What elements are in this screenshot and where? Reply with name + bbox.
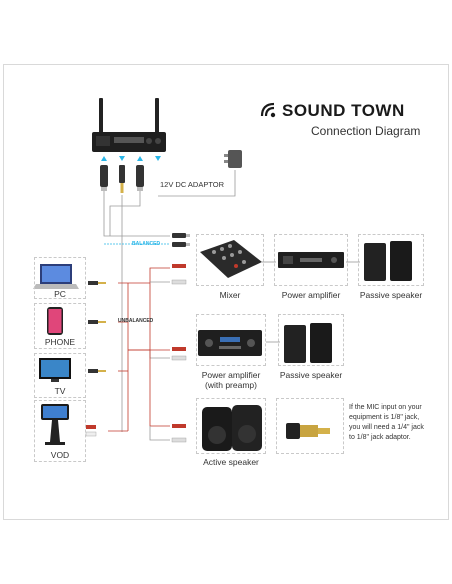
pc-laptop-icon bbox=[33, 264, 79, 289]
label-power-amplifier: Power amplifier bbox=[281, 290, 341, 300]
cable-lines bbox=[103, 170, 360, 441]
rca-plugs-preamp bbox=[171, 347, 187, 361]
label-passive-speaker-2: Passive speaker bbox=[279, 370, 343, 380]
output-box-passive-speaker-1 bbox=[358, 234, 424, 286]
tv-icon bbox=[39, 358, 71, 382]
power-amplifier-preamp-icon bbox=[198, 330, 262, 356]
jack-plug-center bbox=[119, 165, 125, 193]
source-box-tv bbox=[34, 353, 86, 398]
wireless-receiver bbox=[92, 98, 166, 152]
source-box-vod bbox=[34, 400, 86, 462]
balanced-xlr-plugs bbox=[172, 233, 190, 247]
receiver-output-arrows bbox=[101, 156, 161, 161]
source-label-tv: TV bbox=[54, 386, 66, 396]
unbalanced-label: UNBALANCED bbox=[118, 318, 154, 324]
output-box-passive-speaker-2 bbox=[278, 314, 344, 366]
label-preamp-line1: Power amplifier bbox=[201, 370, 261, 380]
source-cable-plugs bbox=[85, 281, 106, 437]
balanced-label: BALANCED bbox=[132, 241, 161, 247]
active-speaker-pair bbox=[202, 405, 262, 451]
diagram-subtitle: Connection Diagram bbox=[311, 124, 421, 138]
label-mixer: Mixer bbox=[219, 290, 241, 300]
power-amplifier-icon bbox=[278, 252, 344, 268]
adaptor-note-line-1: If the MIC input on your bbox=[349, 404, 422, 411]
output-box-power-amplifier bbox=[274, 234, 348, 286]
cable-to-preamp-2 bbox=[149, 350, 170, 359]
source-label-vod: VOD bbox=[50, 450, 70, 460]
sound-town-logo-icon bbox=[260, 102, 276, 118]
jack-adaptor-icon bbox=[286, 423, 330, 439]
cable-receiver-center bbox=[109, 190, 141, 236]
mixer-icon bbox=[200, 240, 262, 278]
passive-speaker-pair-1 bbox=[364, 241, 412, 281]
cable-to-active-2 bbox=[149, 426, 170, 441]
output-box-mixer bbox=[196, 234, 264, 286]
diagram-frame bbox=[3, 64, 449, 520]
label-passive-speaker-1: Passive speaker bbox=[359, 290, 423, 300]
source-label-pc: PC bbox=[54, 289, 66, 299]
label-preamp-line2: (with preamp) bbox=[205, 380, 257, 390]
cable-adaptor bbox=[158, 170, 236, 197]
phone-icon bbox=[47, 307, 63, 335]
brand-title: SOUND TOWN bbox=[282, 101, 405, 120]
adaptor-note-line-4: to 1/8" jack adaptor. bbox=[349, 434, 411, 441]
adaptor-box bbox=[276, 398, 344, 454]
xlr-plug-right bbox=[136, 165, 144, 191]
cable-receiver-left bbox=[103, 190, 170, 237]
dc-adaptor-label: 12V DC ADAPTOR bbox=[160, 180, 225, 189]
cable-to-mixer bbox=[128, 267, 170, 351]
source-box-phone bbox=[34, 303, 86, 349]
rca-plugs-active bbox=[171, 424, 187, 443]
adaptor-note-line-2: equipment is 1/8" jack, bbox=[349, 414, 420, 421]
output-box-active-speaker bbox=[196, 398, 266, 454]
cable-to-active bbox=[149, 350, 170, 427]
label-active-speaker: Active speaker bbox=[203, 457, 259, 467]
vod-kiosk-icon bbox=[41, 404, 69, 445]
source-box-pc bbox=[34, 257, 86, 299]
source-label-phone: PHONE bbox=[44, 337, 76, 347]
xlr-plug-left bbox=[100, 165, 108, 191]
dc-adaptor-icon bbox=[224, 150, 242, 168]
rca-plugs-mixer bbox=[171, 264, 187, 285]
adaptor-note-line-3: you will need a 1/4" jack bbox=[349, 424, 424, 431]
output-box-preamp bbox=[196, 314, 266, 366]
passive-speaker-pair-2 bbox=[284, 323, 332, 363]
adaptor-note: If the MIC input on your equipment is 1/… bbox=[349, 403, 445, 443]
